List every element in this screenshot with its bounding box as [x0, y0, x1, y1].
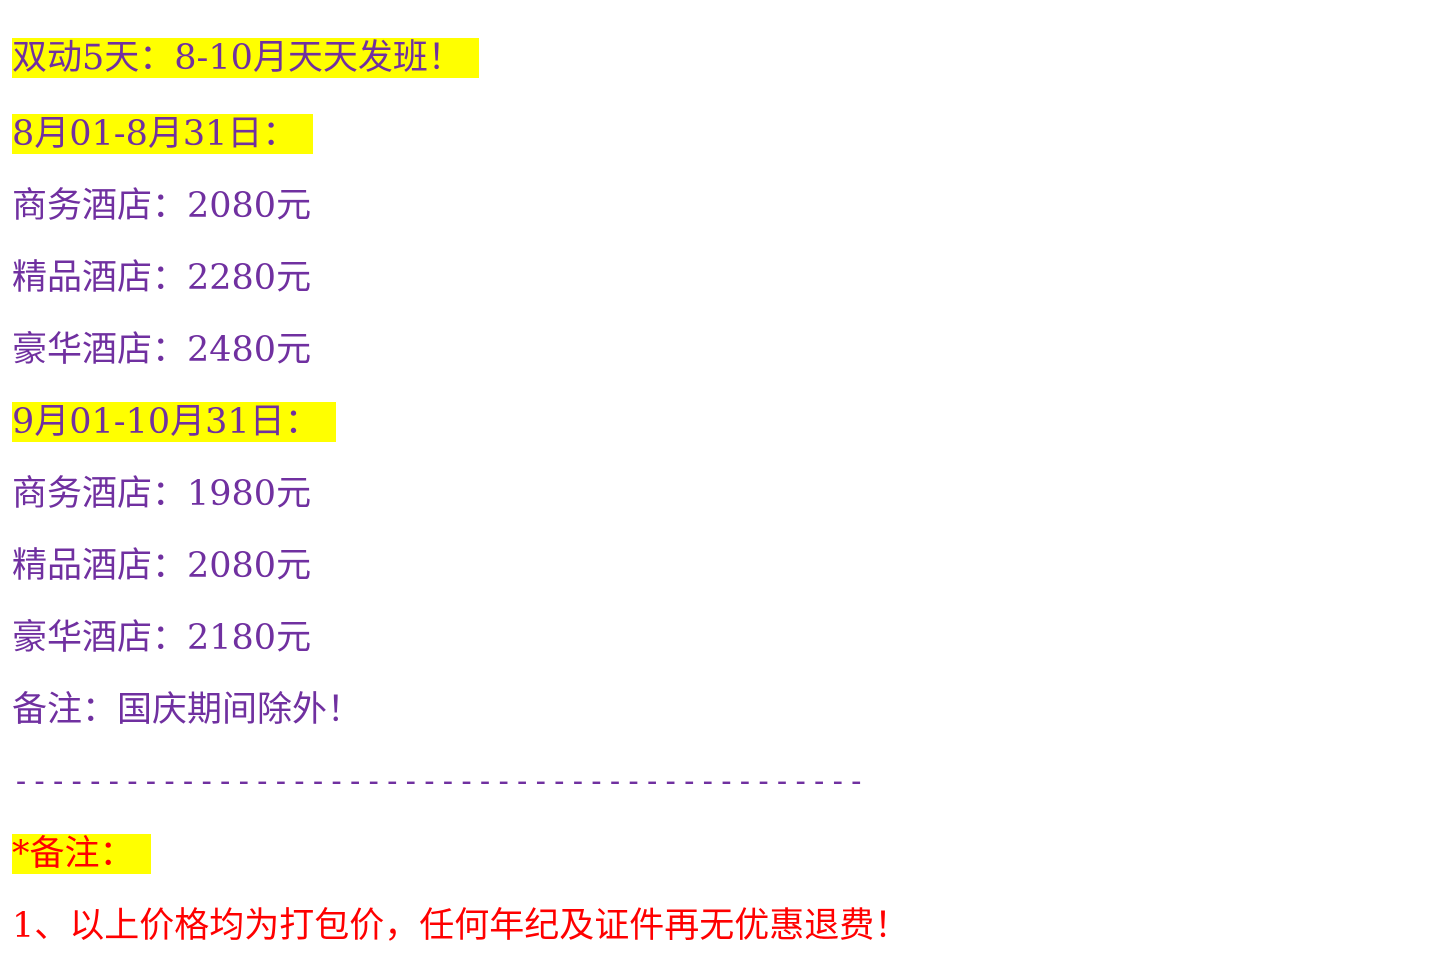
divider-line: ----------------------------------------… — [12, 764, 866, 799]
price-business-hotel-1: 商务酒店：2080元 — [12, 186, 312, 226]
price-boutique-hotel-1: 精品酒店：2280元 — [12, 258, 312, 298]
holiday-note: 备注：国庆期间除外！ — [12, 690, 363, 730]
remark-item-1: 1、以上价格均为打包价，任何年纪及证件再无优惠退费！ — [12, 906, 910, 946]
remarks-title: *备注： — [12, 833, 151, 875]
price-business-hotel-2: 商务酒店：1980元 — [12, 474, 312, 514]
period-2-label-text: 9月01-10月31日： — [12, 402, 336, 442]
remarks-title-text: *备注： — [12, 834, 151, 874]
period-2-label: 9月01-10月31日： — [12, 401, 336, 443]
period-1-label-text: 8月01-8月31日： — [12, 114, 314, 154]
headline: 双动5天：8-10月天天发班！ — [12, 37, 479, 79]
price-boutique-hotel-2: 精品酒店：2080元 — [12, 546, 312, 586]
price-luxury-hotel-2: 豪华酒店：2180元 — [12, 618, 312, 658]
price-luxury-hotel-1: 豪华酒店：2480元 — [12, 330, 312, 370]
headline-text: 双动5天：8-10月天天发班！ — [12, 38, 479, 78]
period-1-label: 8月01-8月31日： — [12, 113, 314, 155]
